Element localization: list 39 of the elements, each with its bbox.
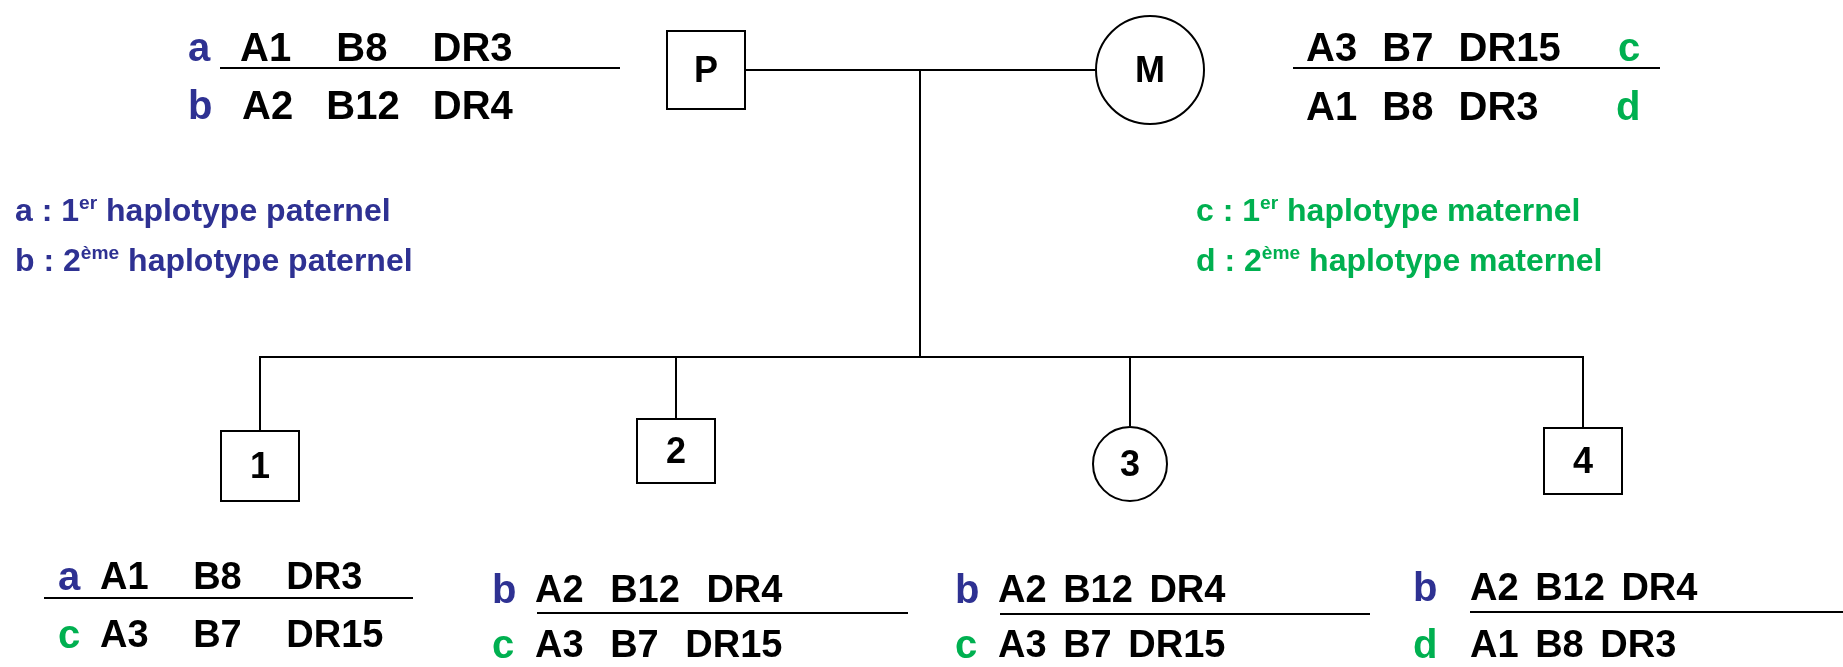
hla-alleles: A2 B12 DR4 (1470, 568, 1698, 606)
hla-alleles: A2 B12 DR4 (998, 570, 1226, 608)
haplotype-letter: b (1413, 567, 1438, 607)
haplotype-letter: b (955, 569, 980, 609)
hla-alleles: A1 B8 DR3 (1470, 625, 1677, 663)
hla-alleles: A3 B7 DR15 (100, 615, 384, 653)
node-label: P (694, 52, 718, 88)
hla-alleles: A3 B7 DR15 (535, 625, 783, 663)
legend-text: c : 1$^{er}$ haplotype maternel (1196, 194, 1581, 226)
node-label: 2 (666, 433, 686, 469)
hla-alleles: A1 B8 DR3 (1306, 86, 1539, 126)
haplotype-letter: c (1618, 27, 1641, 67)
male-square (666, 30, 746, 110)
haplotype-letter: b (188, 85, 213, 125)
haplotype-letter: b (492, 569, 517, 609)
haplotype-letter: c (955, 624, 978, 664)
male-square (636, 418, 716, 484)
hla-alleles: A3 B7 DR15 (998, 625, 1226, 663)
node-label: 1 (250, 448, 270, 484)
node-label: M (1135, 52, 1165, 88)
node-label: 3 (1120, 446, 1140, 482)
legend-text: a : 1$^{er}$ haplotype paternel (15, 194, 391, 226)
legend-text: d : 2$^{ème}$ haplotype maternel (1196, 244, 1603, 276)
pedigree-line (745, 69, 1096, 71)
male-square (220, 430, 300, 502)
haplotype-letter: d (1413, 624, 1438, 664)
haplotype-letter: a (188, 27, 211, 67)
haplotype-letter: a (58, 556, 81, 596)
node-label: 4 (1573, 443, 1593, 479)
hla-alleles: A2 B12 DR4 (242, 85, 513, 125)
legend-text: b : 2$^{ème}$ haplotype paternel (15, 244, 413, 276)
hla-alleles: A1 B8 DR3 (100, 557, 363, 595)
male-square (1543, 427, 1623, 495)
haplotype-letter: c (492, 624, 515, 664)
hla-alleles: A1 B8 DR3 (240, 27, 513, 67)
hla-alleles: A2 B12 DR4 (535, 570, 783, 608)
haplotype-letter: d (1616, 86, 1641, 126)
hla-alleles: A3 B7 DR15 (1306, 27, 1561, 67)
haplotype-letter: c (58, 614, 81, 654)
